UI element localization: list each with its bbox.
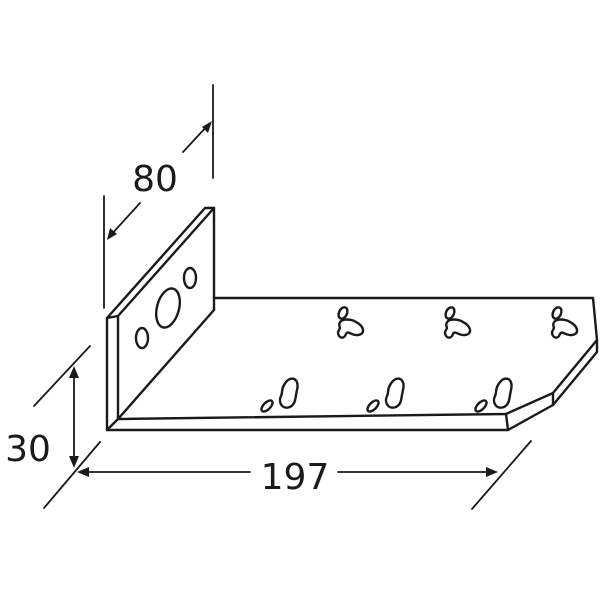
dimension-label-30: 30 bbox=[5, 429, 51, 470]
base-plate bbox=[105, 296, 599, 432]
slot-back-2 bbox=[443, 306, 472, 339]
dimension-label-197: 197 bbox=[261, 457, 330, 498]
slot-front-1 bbox=[260, 377, 299, 413]
dimension-height: 30 bbox=[5, 345, 101, 509]
hole-small bbox=[134, 326, 150, 350]
dimension-width: 80 bbox=[103, 84, 214, 309]
slot-front-2 bbox=[366, 377, 405, 413]
dimension-label-80: 80 bbox=[132, 159, 178, 200]
slot-back-1 bbox=[336, 306, 365, 339]
hole-large bbox=[154, 287, 182, 329]
dimension-length: 197 bbox=[77, 440, 532, 510]
slot-back-3 bbox=[550, 306, 579, 339]
slot-front-3 bbox=[474, 377, 513, 413]
hole-small bbox=[182, 266, 198, 290]
